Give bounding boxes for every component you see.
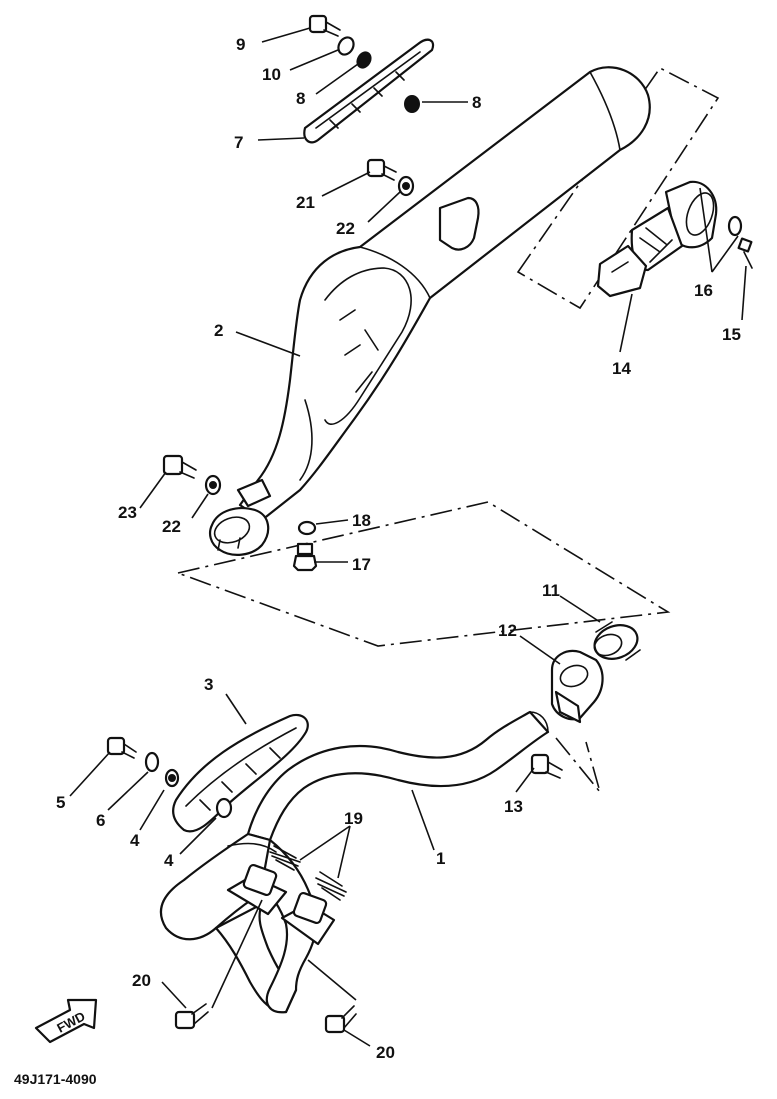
- bolt-5: [106, 736, 137, 759]
- callout-19: 19: [344, 809, 363, 828]
- callout-23: 23: [118, 503, 137, 522]
- callout-18: 18: [352, 511, 371, 530]
- washer-10: [337, 36, 355, 56]
- bolt-21: [366, 158, 397, 181]
- callout-17: 17: [352, 555, 371, 574]
- callout-5: 5: [56, 793, 65, 812]
- nut-17: [292, 542, 318, 572]
- muffler: [209, 66, 651, 556]
- leader-lines: [69, 27, 747, 1047]
- callout-3: 3: [204, 675, 213, 694]
- bolt-23: [162, 454, 197, 479]
- bolt-13: [530, 753, 563, 779]
- washer-18: [297, 520, 317, 536]
- damper-4-upper: [164, 768, 180, 788]
- forward-direction-arrow: FWD: [34, 998, 98, 1044]
- callout-13: 13: [504, 797, 523, 816]
- callout-15: 15: [722, 325, 741, 344]
- diagram-code: 49J171-4090: [14, 1071, 97, 1087]
- washer-6: [144, 751, 160, 773]
- callout-16: 16: [694, 281, 713, 300]
- washer-22-lower: [204, 474, 222, 496]
- muffler-inlet-group-outline: [175, 501, 671, 647]
- callout-1: 1: [436, 849, 445, 868]
- exhaust-pipe: [159, 710, 550, 1014]
- callout-4: 4: [164, 851, 174, 870]
- callout-11: 11: [542, 581, 560, 600]
- damper-4-lower: [215, 797, 233, 819]
- callout-8: 8: [472, 93, 481, 112]
- callout-14: 14: [612, 359, 631, 378]
- screw-15: [737, 237, 753, 269]
- washer-16: [727, 215, 743, 237]
- washer-22-upper: [397, 175, 415, 197]
- bolt-9: [308, 14, 341, 37]
- callout-labels: 9 10 8 8 7 21 22 2 23 22 18 17 14 16 15 …: [56, 35, 741, 1062]
- gasket-11: [593, 621, 641, 661]
- callout-22: 22: [162, 517, 181, 536]
- callout-12: 12: [498, 621, 517, 640]
- callout-8: 8: [296, 89, 305, 108]
- exhaust-pipe-heat-protector: [172, 713, 309, 833]
- callout-22: 22: [336, 219, 355, 238]
- damper-8-upper: [356, 51, 372, 69]
- spring-19-lower: [315, 871, 347, 901]
- joint-bracket-outline: [555, 737, 601, 793]
- muffler-heat-protector: [303, 38, 435, 144]
- callout-6: 6: [96, 811, 105, 830]
- bolt-20-left: [174, 1003, 209, 1030]
- callout-4: 4: [130, 831, 140, 850]
- callout-2: 2: [214, 321, 223, 340]
- damper-8-right: [404, 95, 420, 113]
- callout-10: 10: [262, 65, 281, 84]
- joint-12: [550, 649, 604, 724]
- callout-7: 7: [234, 133, 243, 152]
- tail-pipe-assembly: [596, 180, 718, 298]
- callout-9: 9: [236, 35, 245, 54]
- callout-20: 20: [376, 1043, 395, 1062]
- callout-20: 20: [132, 971, 151, 990]
- spring-19-upper: [269, 845, 301, 871]
- callout-21: 21: [296, 193, 315, 212]
- bolt-20-right: [324, 1005, 357, 1034]
